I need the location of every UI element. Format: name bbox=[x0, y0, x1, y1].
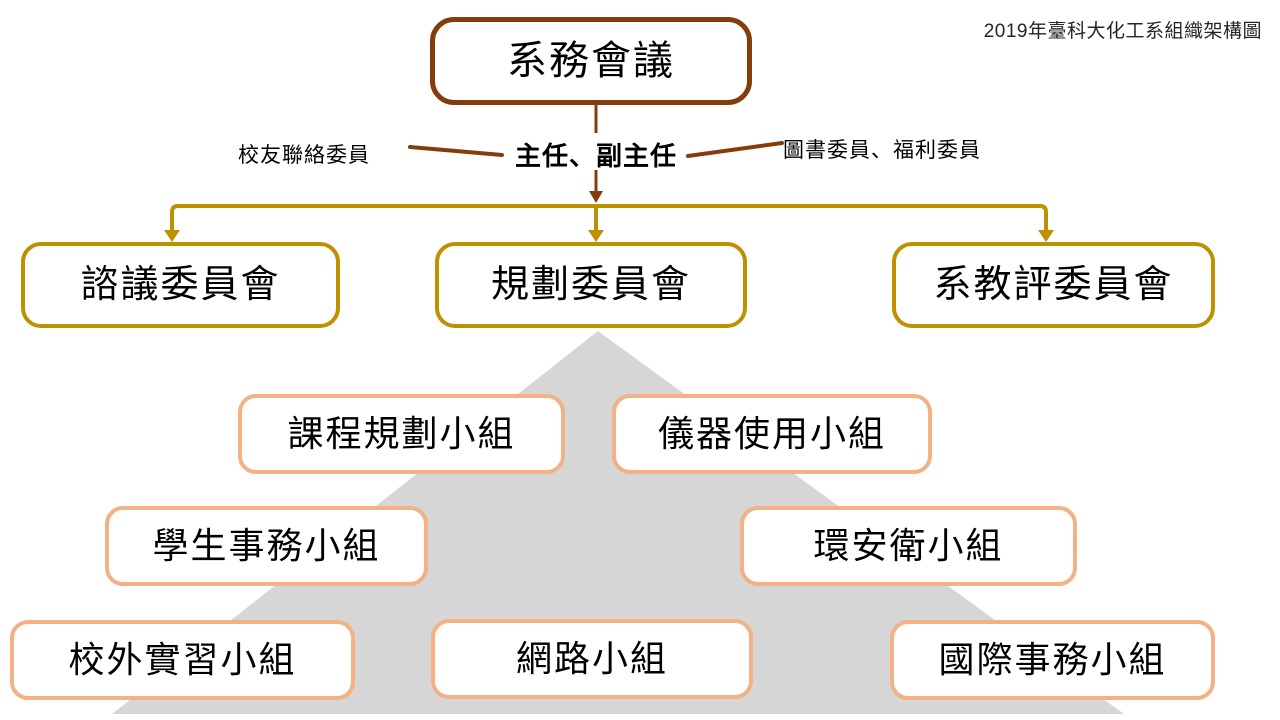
node-label: 環安衛小組 bbox=[813, 525, 1004, 566]
left-note-leader-line bbox=[408, 145, 504, 157]
node-student-affairs-group: 學生事務小組 bbox=[105, 506, 428, 586]
committee-bracket-line bbox=[170, 204, 1048, 233]
node-curriculum-planning-group: 課程規劃小組 bbox=[238, 394, 565, 474]
node-label: 課程規劃小組 bbox=[287, 413, 516, 454]
node-label: 國際事務小組 bbox=[938, 639, 1167, 680]
node-instrument-use-group: 儀器使用小組 bbox=[612, 394, 932, 474]
down-arrowhead-icon bbox=[588, 230, 604, 242]
node-faculty-evaluation-committee: 系教評委員會 bbox=[892, 242, 1215, 328]
alumni-liaison-note: 校友聯絡委員 bbox=[238, 144, 370, 167]
node-international-affairs-group: 國際事務小組 bbox=[890, 620, 1215, 700]
node-advisory-committee: 諮議委員會 bbox=[21, 242, 340, 328]
pyramid-background bbox=[112, 331, 1124, 714]
node-label: 系教評委員會 bbox=[933, 264, 1174, 306]
node-planning-committee: 規劃委員會 bbox=[435, 242, 747, 328]
down-arrowhead-icon bbox=[164, 230, 180, 242]
node-label: 學生事務小組 bbox=[152, 525, 381, 566]
down-arrowhead-icon bbox=[1038, 230, 1054, 242]
library-welfare-note: 圖書委員、福利委員 bbox=[783, 139, 981, 162]
node-environment-safety-health-group: 環安衛小組 bbox=[740, 506, 1077, 586]
right-note-leader-line bbox=[686, 141, 784, 158]
slide-title: 2019年臺科大化工系組織架構圖 bbox=[983, 21, 1262, 42]
node-label: 系務會議 bbox=[507, 39, 675, 83]
node-label: 儀器使用小組 bbox=[657, 413, 886, 454]
node-label: 諮議委員會 bbox=[80, 264, 281, 306]
node-department-meeting: 系務會議 bbox=[430, 17, 752, 105]
node-external-internship-group: 校外實習小組 bbox=[10, 620, 355, 700]
down-arrowhead-icon bbox=[589, 191, 603, 203]
node-label: 網路小組 bbox=[515, 638, 668, 679]
node-network-group: 網路小組 bbox=[431, 619, 753, 699]
node-label: 規劃委員會 bbox=[490, 264, 691, 306]
director-label: 主任、副主任 bbox=[514, 141, 677, 171]
node-label: 校外實習小組 bbox=[68, 639, 297, 680]
